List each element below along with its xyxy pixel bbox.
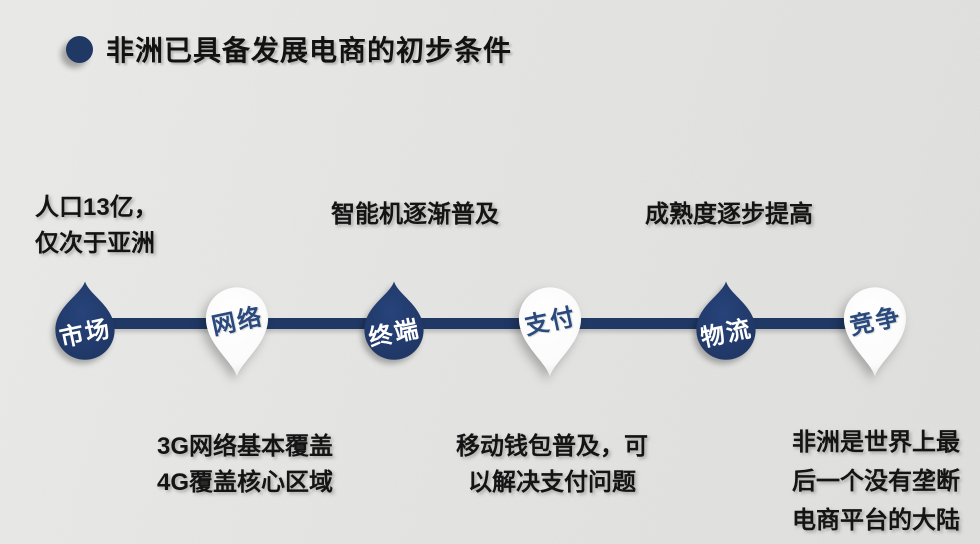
- annotation-network-coverage: 3G网络基本覆盖 4G覆盖核心区域: [95, 429, 395, 501]
- annotation-line: 4G覆盖核心区域: [156, 469, 333, 496]
- annotation-population: 人口13亿， 仅次于亚洲: [35, 190, 158, 262]
- slide-header: 非洲已具备发展电商的初步条件: [66, 29, 512, 69]
- timeline-node-market: 市场: [45, 279, 125, 363]
- annotation-mobile-wallet: 移动钱包普及，可 以解决支付问题: [402, 429, 702, 501]
- annotation-line: 后一个没有垄断: [792, 468, 960, 495]
- annotation-line: 仅次于亚洲: [35, 230, 155, 257]
- teardrop-up-icon: [696, 281, 756, 360]
- annotation-no-monopoly-platform: 非洲是世界上最 后一个没有垄断 电商平台的大陆: [726, 423, 980, 540]
- pin-down-icon: [843, 287, 907, 377]
- annotation-line: 3G网络基本覆盖: [156, 433, 333, 460]
- annotation-line: 非洲是世界上最: [792, 429, 960, 456]
- timeline-line: [85, 318, 875, 329]
- annotation-line: 以解决支付问题: [468, 469, 636, 496]
- pin-down-icon: [205, 287, 269, 377]
- timeline-node-logistics: 物流: [686, 279, 766, 363]
- annotation-smartphone: 智能机逐渐普及: [265, 197, 565, 233]
- annotation-line: 移动钱包普及，可: [456, 433, 648, 460]
- annotation-line: 电商平台的大陆: [792, 507, 960, 534]
- pin-down-icon: [518, 287, 582, 377]
- annotation-line: 人口13亿，: [35, 194, 158, 221]
- bullet-circle-icon: [66, 35, 93, 63]
- teardrop-up-icon: [55, 281, 115, 360]
- annotation-maturity: 成熟度逐步提高: [579, 197, 879, 233]
- slide-title: 非洲已具备发展电商的初步条件: [106, 35, 513, 66]
- timeline-node-network: 网络: [195, 279, 279, 379]
- annotation-line: 智能机逐渐普及: [331, 201, 499, 228]
- timeline-node-terminal: 终端: [354, 279, 434, 363]
- teardrop-up-icon: [364, 281, 424, 360]
- timeline-node-payment: 支付: [508, 279, 592, 379]
- timeline-node-competition: 竞争: [833, 279, 917, 379]
- annotation-line: 成熟度逐步提高: [645, 201, 813, 228]
